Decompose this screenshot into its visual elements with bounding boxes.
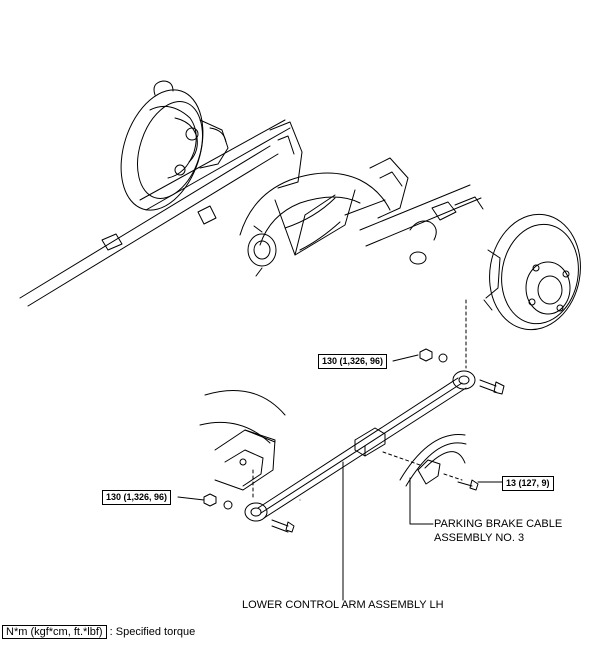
parking-brake-cable-label-line2: ASSEMBLY NO. 3: [434, 532, 525, 544]
left-brake-assembly: [120, 80, 229, 211]
torque-unit-box: N*m (kgf*cm, ft.*lbf): [2, 625, 107, 639]
right-brake-disc: [483, 213, 581, 331]
lower-nut-torque-label: 130 (1,326, 96): [102, 490, 172, 505]
torque-legend-text: : Specified torque: [109, 626, 196, 638]
lower-control-arm-label: LOWER CONTROL ARM ASSEMBLY LH: [242, 599, 444, 611]
body-bracket: [199, 390, 301, 501]
nuts-washers: [203, 348, 448, 510]
bracket-bolt-torque-label: 13 (127, 9): [502, 476, 554, 491]
parking-brake-cable: [399, 434, 479, 491]
torque-legend: N*m (kgf*cm, ft.*lbf) : Specified torque: [2, 625, 196, 639]
parking-brake-cable-label-line1: PARKING BRAKE CABLE: [434, 518, 563, 530]
leader-lines: [177, 354, 503, 601]
upper-nut-torque-label: 130 (1,326, 96): [318, 354, 388, 369]
lower-control-arm: [244, 370, 476, 522]
control-arm-bolts: [271, 379, 505, 533]
alignment-lines: [252, 299, 467, 501]
left-axle-tube: [19, 119, 291, 307]
differential-housing: [239, 121, 409, 277]
right-axle-tube: [359, 184, 484, 265]
